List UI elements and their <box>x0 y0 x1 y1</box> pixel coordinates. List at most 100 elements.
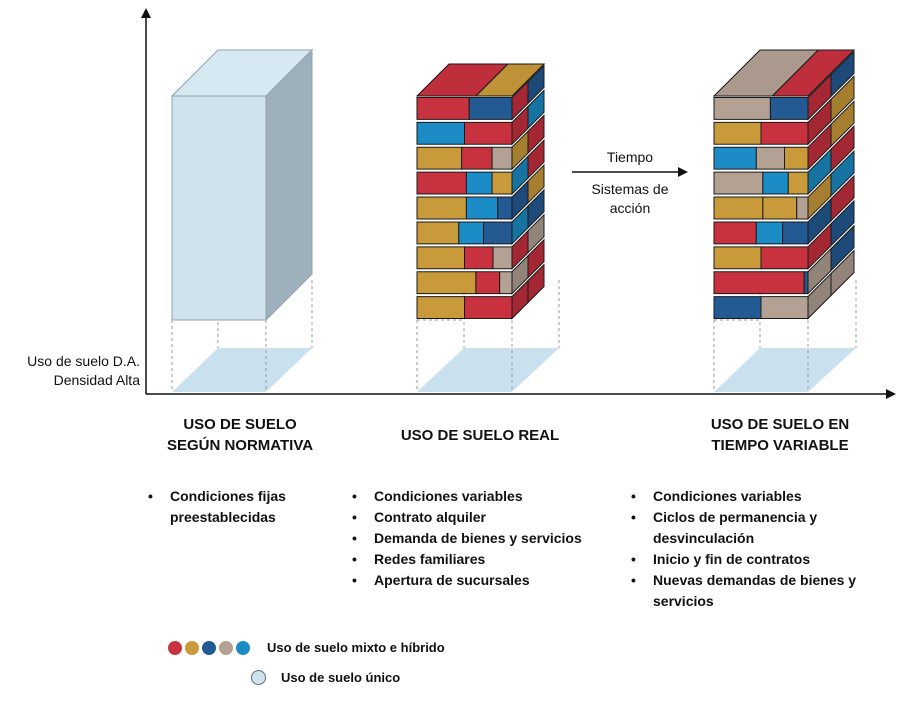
bullet-item: Condiciones variables <box>631 486 893 507</box>
legend-swatch-taupe <box>219 640 233 655</box>
front-face-segment <box>416 146 463 170</box>
front-face-segment <box>787 171 809 195</box>
legend-single-use-label: Uso de suelo único <box>281 670 401 686</box>
column-title-variable-line2: TIEMPO VARIABLE <box>711 437 849 454</box>
front-face-segment <box>416 221 460 245</box>
front-face-segment <box>713 146 757 170</box>
bullet-item-continuation: preestablecidas <box>170 509 276 525</box>
mixed-use-stack-variable <box>712 49 856 320</box>
front-face-segment <box>416 196 467 220</box>
column-title-real-line1: USO DE SUELO REAL <box>400 427 560 444</box>
front-face-segment <box>713 271 805 295</box>
action-systems-label-line1: Sistemas de <box>591 181 669 197</box>
side-face-segment <box>830 249 855 297</box>
side-face-segment <box>830 149 855 198</box>
front-face-segment <box>803 271 809 295</box>
front-face-segment <box>468 97 513 120</box>
legend-swatch-single <box>251 670 266 686</box>
front-face-segment <box>760 246 809 270</box>
bullet-item: Ciclos de permanencia y <box>631 507 893 528</box>
front-face-segment <box>416 296 465 319</box>
front-face-segment <box>760 121 809 145</box>
front-face-segment <box>713 196 764 220</box>
side-face-segment <box>830 75 855 123</box>
single-use-side <box>265 48 313 322</box>
front-face-segment <box>492 246 513 270</box>
bullet-item: Nuevas demandas de bienes y <box>631 570 893 591</box>
side-face-segment <box>527 188 545 230</box>
front-face-segment <box>416 97 470 120</box>
side-face-segment <box>830 224 855 272</box>
column-title-variable-line1: USO DE SUELO EN <box>710 416 850 433</box>
front-face-segment <box>769 97 809 120</box>
front-face-segment <box>416 246 465 270</box>
column-title-normativa-line1: USO DE SUELO <box>183 416 297 433</box>
front-face-segment <box>416 121 465 145</box>
front-face-segment <box>475 271 501 295</box>
front-face-segment <box>755 146 785 170</box>
action-systems-label-line2: acción <box>609 200 651 216</box>
bullet-item: Apertura de sucursales <box>352 570 622 591</box>
column-title-normativa-line2: SEGÚN NORMATIVA <box>166 437 314 454</box>
legend-swatch-red <box>168 640 182 655</box>
side-face-segment <box>527 114 545 155</box>
single-use-front <box>171 95 267 321</box>
front-face-segment <box>784 146 809 170</box>
action-systems-label: Sistemas de acción <box>570 180 690 218</box>
front-face-segment <box>465 196 499 220</box>
front-face-segment <box>762 196 798 220</box>
front-face-segment <box>491 146 513 170</box>
legend-swatch-gold <box>185 640 199 655</box>
legend-mixed-use: Uso de suelo mixto e híbrido <box>168 639 445 655</box>
bullet-item: Inicio y fin de contratos <box>631 549 893 570</box>
bullet-item: Redes familiares <box>352 549 622 570</box>
bullet-item: Condiciones fijas <box>148 486 338 507</box>
footprint-normativa <box>172 348 312 392</box>
bullet-item-continuation: servicios <box>653 593 714 609</box>
column-title-normativa: USO DE SUELO SEGÚN NORMATIVA <box>140 414 340 456</box>
front-face-segment <box>760 296 809 319</box>
single-use-block <box>170 48 314 322</box>
side-face-segment <box>527 238 545 279</box>
front-face-segment <box>465 171 493 195</box>
front-face-segment <box>713 171 764 195</box>
front-face-segment <box>464 121 513 145</box>
side-face-segment <box>830 174 855 223</box>
footprints <box>172 348 856 392</box>
front-face-segment <box>416 171 467 195</box>
legend-swatch-cyan <box>236 640 250 655</box>
front-face-segment <box>713 246 762 270</box>
side-face-segment <box>527 138 545 180</box>
column-title-real: USO DE SUELO REAL <box>370 425 590 446</box>
bullet-item: Contrato alquiler <box>352 507 622 528</box>
bullet-list-real: Condiciones variables Contrato alquiler … <box>352 486 622 591</box>
bullet-item: Condiciones variables <box>352 486 622 507</box>
bullet-item-continuation: desvinculación <box>653 530 755 546</box>
front-face-segment <box>483 221 513 245</box>
side-face-segment <box>527 89 545 130</box>
legend-swatch-navy <box>202 640 216 655</box>
front-face-segment <box>464 246 494 270</box>
time-label: Tiempo <box>606 149 654 165</box>
column-title-variable: USO DE SUELO EN TIEMPO VARIABLE <box>680 414 880 456</box>
front-face-segment <box>762 171 789 195</box>
front-face-segment <box>461 146 493 170</box>
bullet-list-variable: Condiciones variables Ciclos de permanen… <box>631 486 893 612</box>
footprint-variable <box>714 348 856 392</box>
side-face-segment <box>527 263 545 304</box>
front-face-segment <box>713 97 771 120</box>
bullet-item: Demanda de bienes y servicios <box>352 528 622 549</box>
front-face-segment <box>499 271 513 295</box>
y-axis-label-line1: Uso de suelo D.A. <box>27 353 140 369</box>
top-face-segment <box>474 63 546 97</box>
mixed-use-stack-real <box>415 63 546 320</box>
front-face-segment <box>713 296 762 319</box>
front-face-segment <box>796 196 809 220</box>
front-face-segment <box>755 221 784 245</box>
front-face-segment <box>497 196 513 220</box>
dashed-guides <box>171 280 857 392</box>
bullet-list-normativa: Condiciones fijas preestablecidas <box>148 486 338 528</box>
side-face-segment <box>830 124 855 173</box>
